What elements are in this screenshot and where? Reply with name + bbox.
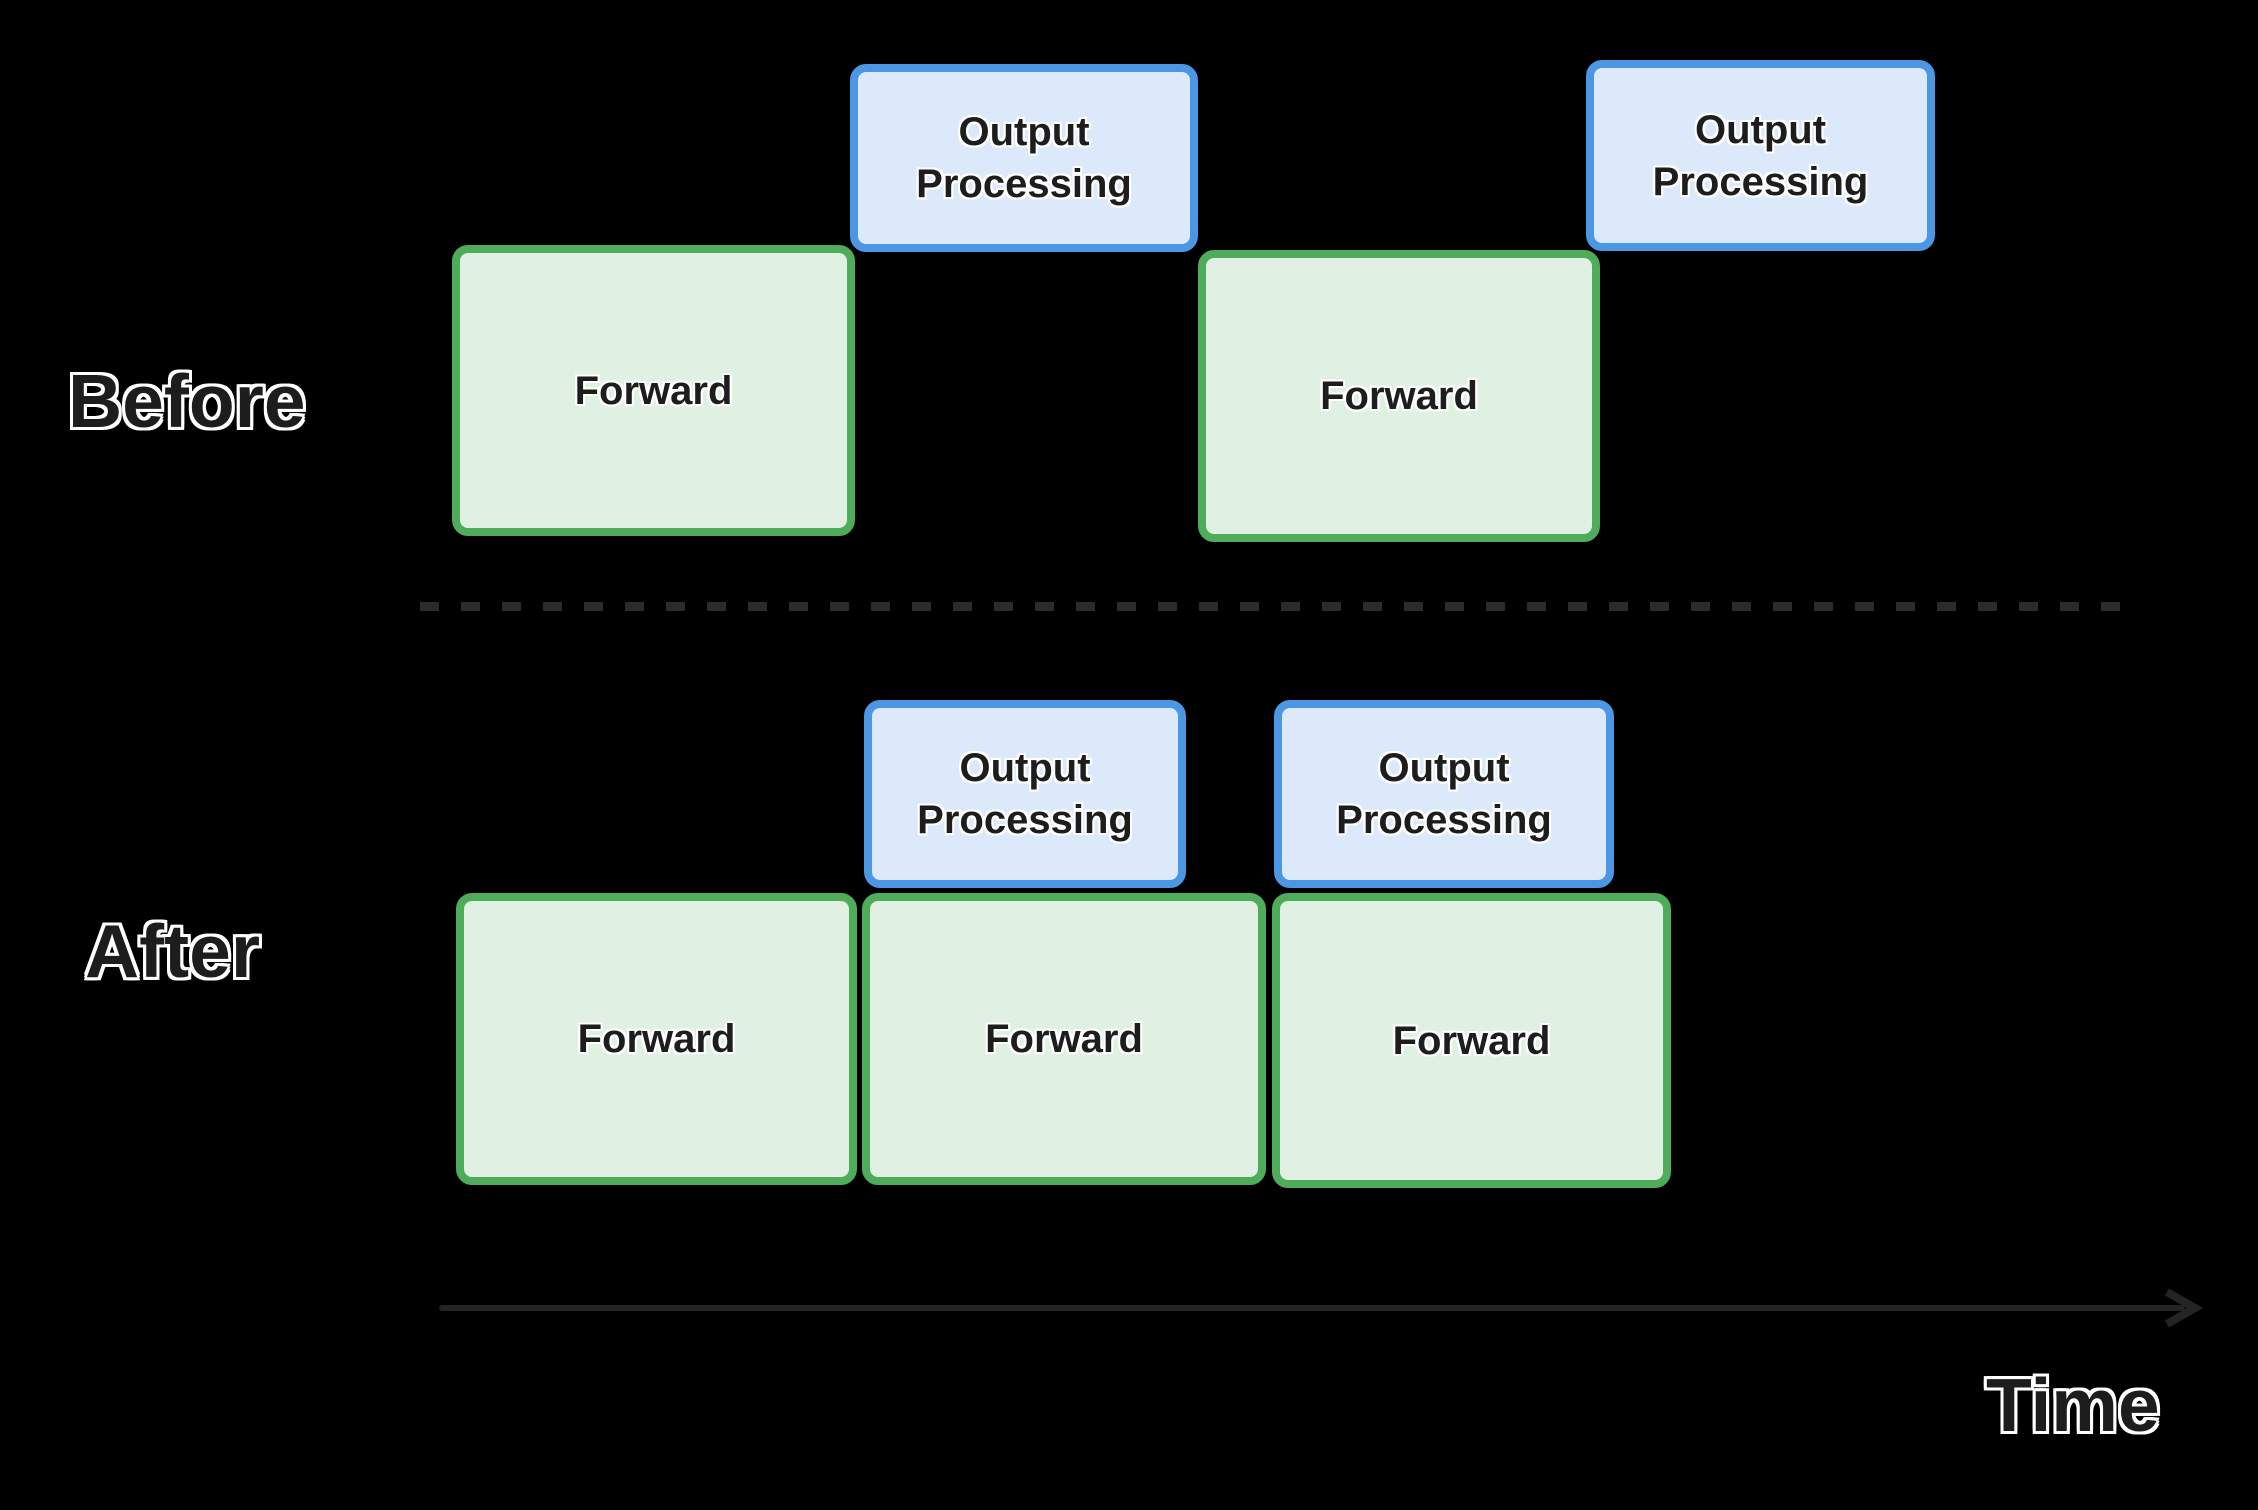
before-output-processing-label-1: Output Processing [916,110,1132,206]
before-row-label: Before [68,359,306,443]
after-output-processing-label-2: Output Processing [1336,746,1552,842]
before-forward-box-2: Forward [1198,250,1600,542]
after-forward-label-3: Forward [1392,1018,1551,1063]
before-output-processing-label-2: Output Processing [1652,107,1869,204]
after-output-processing-label-1: Output Processing [917,746,1133,842]
time-arrow-icon [439,1288,2204,1328]
after-forward-label-1: Forward [577,1017,736,1061]
after-output-processing-box-2: Output Processing [1274,700,1614,888]
before-output-processing-box-2: Output Processing [1586,60,1935,251]
before-forward-label-2: Forward [1320,374,1478,418]
dashed-divider [420,602,2126,611]
before-output-processing-box-1: Output Processing [850,64,1198,252]
after-forward-box-3: Forward [1272,893,1671,1188]
after-forward-box-1: Forward [456,893,857,1185]
after-output-processing-box-1: Output Processing [864,700,1186,888]
time-axis-label: Time [1986,1363,2160,1447]
after-forward-label-2: Forward [985,1017,1143,1061]
after-forward-box-2: Forward [862,893,1266,1185]
before-forward-label-1: Forward [574,368,733,413]
before-forward-box-1: Forward [452,245,855,536]
after-row-label: After [85,909,261,993]
